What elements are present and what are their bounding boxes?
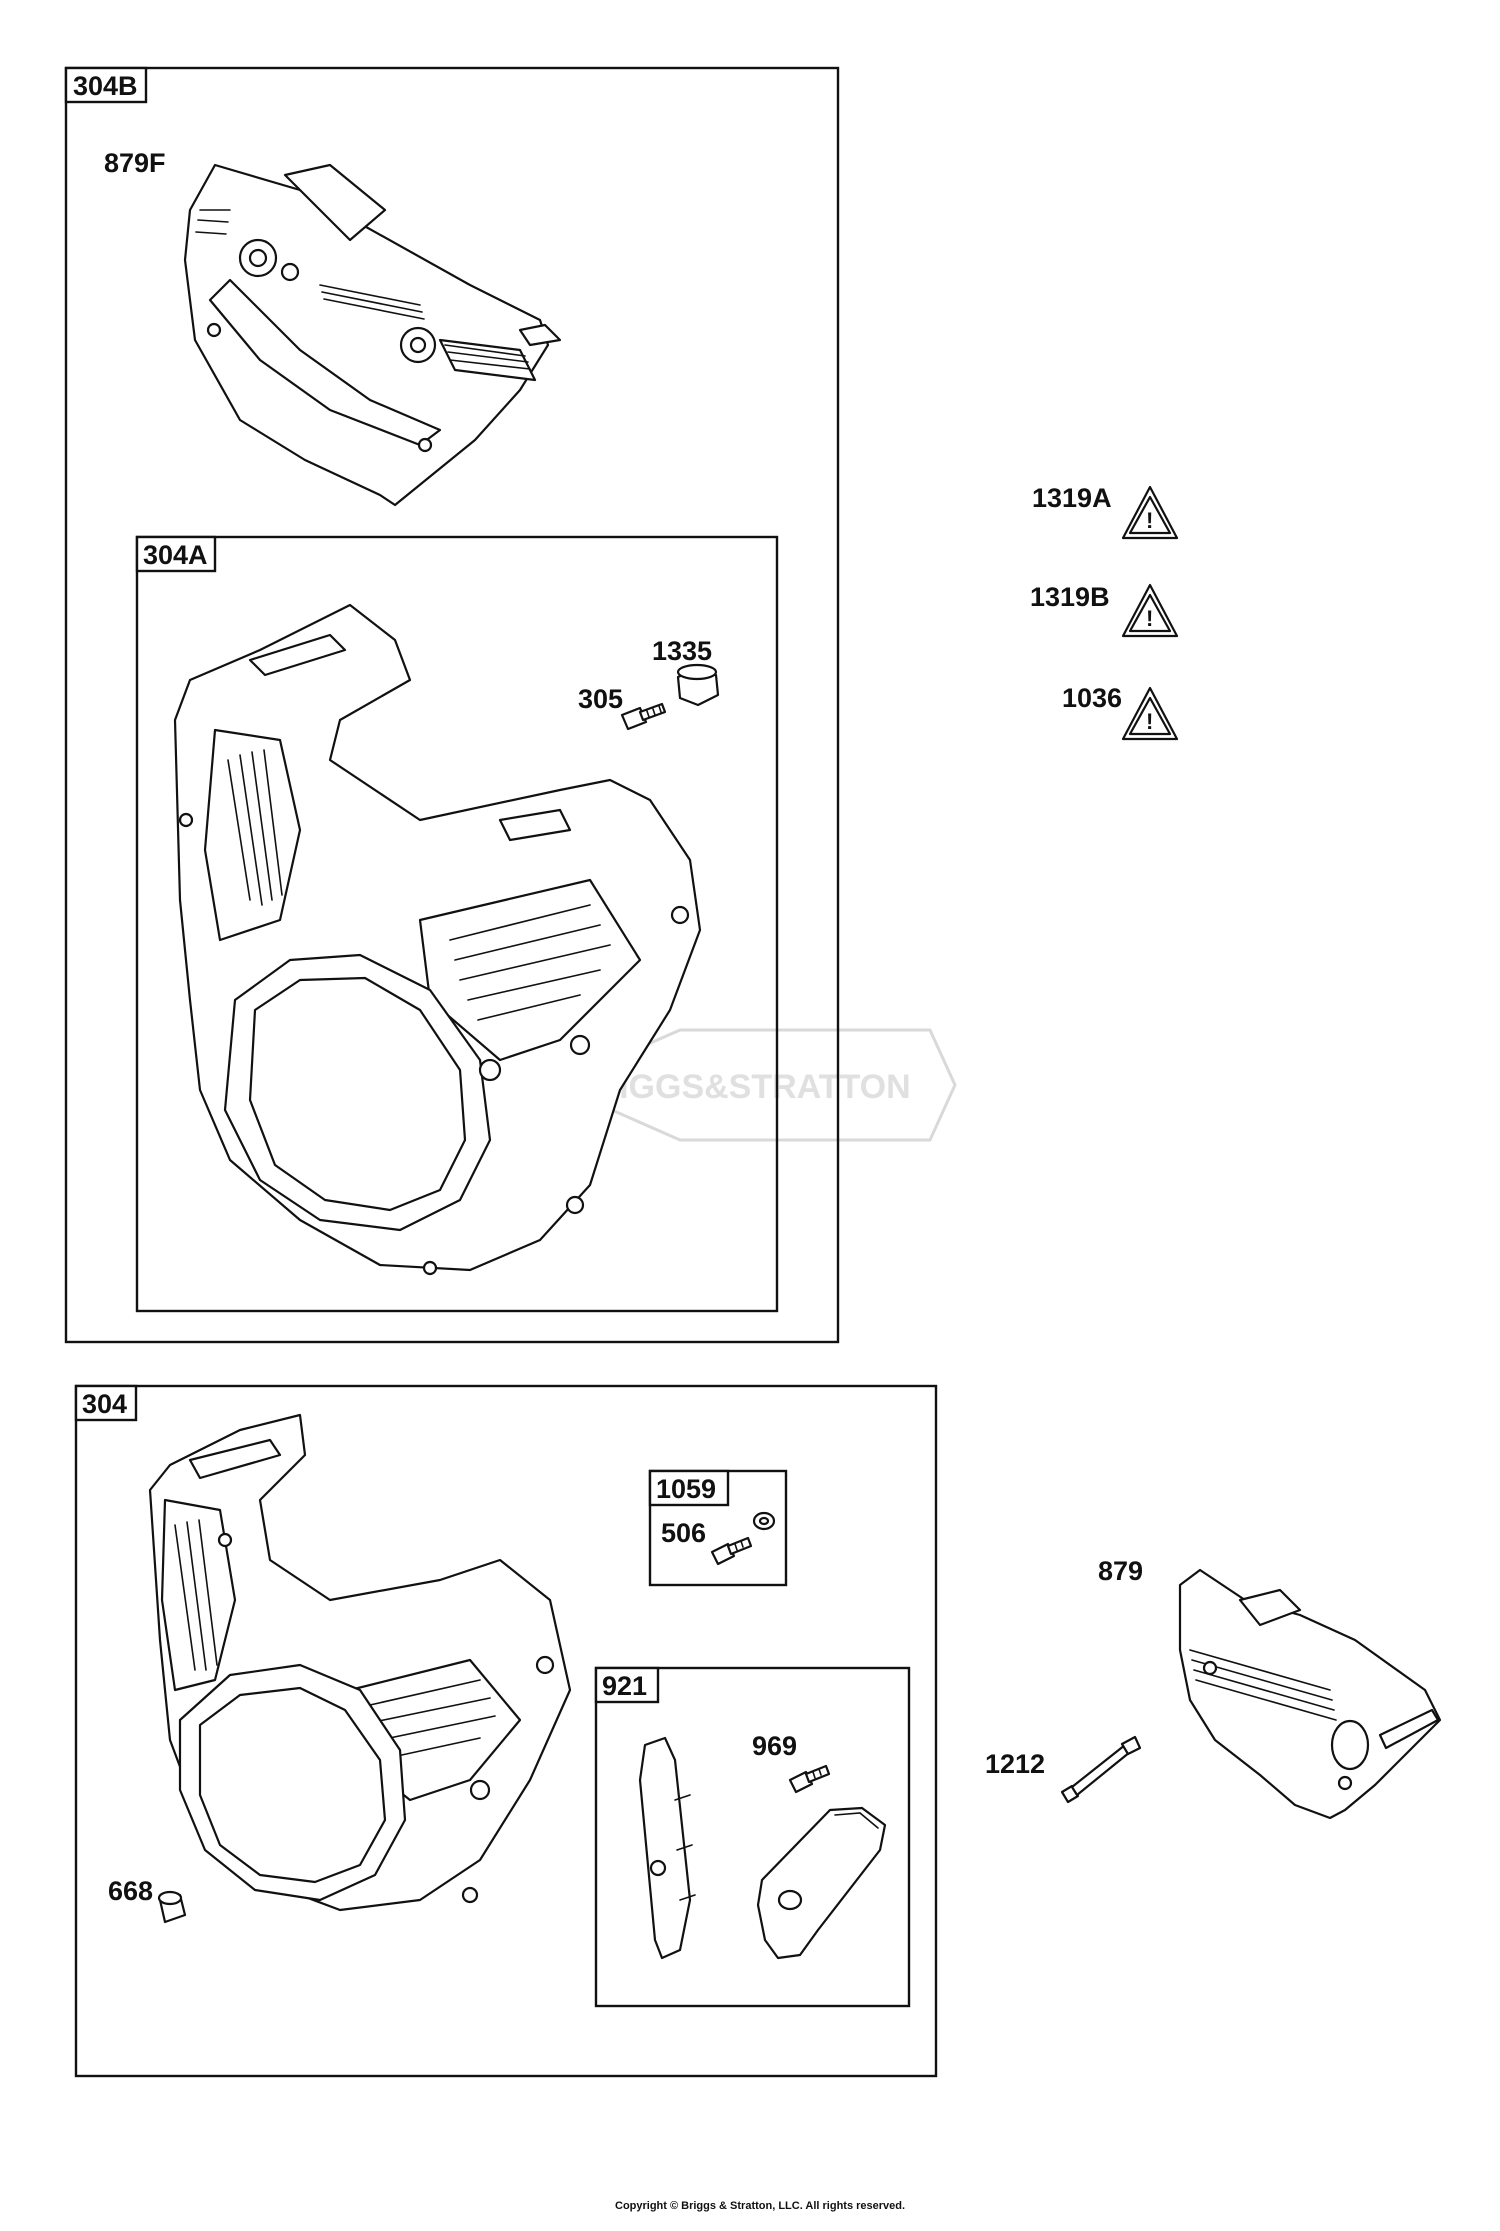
group-304B: 304B xyxy=(64,66,840,1344)
part-305-label: 305 xyxy=(578,684,623,714)
part-1335-label: 1335 xyxy=(652,636,712,666)
part-969-screw[interactable] xyxy=(788,1764,831,1794)
group-921-tag: 921 xyxy=(602,1671,647,1701)
part-879F-cover[interactable] xyxy=(183,163,562,507)
part-506-screw[interactable] xyxy=(710,1536,753,1566)
washer-icon[interactable] xyxy=(752,1511,776,1531)
group-304-tag: 304 xyxy=(82,1389,127,1419)
part-1319A-label: 1319A xyxy=(1032,483,1112,513)
group-304B-tag: 304B xyxy=(73,71,138,101)
part-1319A-warning[interactable]: ! xyxy=(1121,485,1179,540)
part-1335-spacer[interactable] xyxy=(676,663,720,707)
copyright-text: Copyright © Briggs & Stratton, LLC. All … xyxy=(615,2200,905,2212)
part-668-bushing[interactable] xyxy=(157,1890,187,1924)
part-1036-label: 1036 xyxy=(1062,683,1122,713)
part-305-screw[interactable] xyxy=(620,702,667,731)
part-668-label: 668 xyxy=(108,1876,153,1906)
group-921-frame xyxy=(594,1666,911,2008)
part-879-label: 879 xyxy=(1098,1556,1143,1586)
exclamation-icon: ! xyxy=(1146,508,1153,533)
part-1212-label: 1212 xyxy=(985,1749,1045,1779)
part-1319B-warning[interactable]: ! xyxy=(1121,583,1179,638)
exclamation-icon: ! xyxy=(1146,606,1153,631)
group-1059-tag-frame xyxy=(648,1469,730,1507)
part-879F-label: 879F xyxy=(104,148,166,178)
part-304-blower-housing[interactable] xyxy=(148,1413,572,1912)
group-304-frame xyxy=(74,1384,938,2078)
group-304B-frame xyxy=(64,66,840,1344)
group-304A: 304A xyxy=(135,535,779,1313)
part-506-label: 506 xyxy=(661,1518,706,1548)
group-304A-frame xyxy=(135,535,779,1313)
group-1059-tag: 1059 xyxy=(656,1474,716,1504)
part-879-cover[interactable] xyxy=(1178,1568,1442,1820)
part-304A-blower-housing[interactable] xyxy=(173,603,702,1276)
part-1036-warning[interactable]: ! xyxy=(1121,686,1179,741)
exclamation-icon: ! xyxy=(1146,709,1153,734)
group-1059: 1059 xyxy=(648,1469,788,1587)
part-921-air-guide[interactable] xyxy=(756,1806,887,1960)
group-304-tag-frame xyxy=(74,1384,138,1422)
group-921-tag-frame xyxy=(594,1666,660,1704)
group-304: 304 xyxy=(74,1384,938,2078)
group-921: 921 xyxy=(594,1666,911,2008)
part-1319B-label: 1319B xyxy=(1030,582,1110,612)
part-969-label: 969 xyxy=(752,1731,797,1761)
part-921-baffle-plate[interactable] xyxy=(638,1736,696,1960)
group-304A-tag: 304A xyxy=(143,540,208,570)
group-304B-tag-frame xyxy=(64,66,148,104)
group-304A-tag-frame xyxy=(135,535,217,573)
part-1212-pin[interactable] xyxy=(1060,1735,1142,1804)
